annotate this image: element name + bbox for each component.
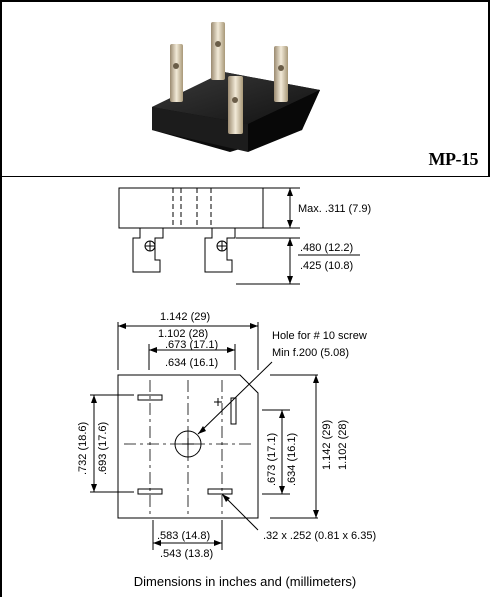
right-pin-min-label: .634 (16.1) [286, 433, 298, 486]
product-photo-panel: MP-15 [0, 0, 490, 177]
pin-spacing-max-label: .673 (17.1) [165, 339, 218, 351]
right-body-max-label: 1.142 (29) [321, 420, 333, 470]
width-min-label: 1.102 (28) [158, 328, 208, 340]
lead-slot-bottom-left [137, 488, 163, 495]
hole-note-line-2: Min f.200 (5.08) [272, 347, 349, 359]
top-view-body [117, 374, 259, 519]
width-max-label: 1.142 (29) [160, 311, 210, 323]
frame-left-border [0, 177, 2, 597]
right-body-min-label: 1.102 (28) [337, 420, 349, 470]
side-view-lead-left [132, 228, 164, 273]
lead-length-max-label: .480 (12.2) [300, 242, 353, 254]
left-dim-min-label: .693 (17.6) [97, 422, 109, 475]
lead-slot-top-right [230, 397, 237, 425]
bottom-dim-min-label: .543 (13.8) [160, 548, 213, 560]
mounting-hole [174, 430, 202, 458]
arrowheads [91, 188, 319, 546]
hole-note-line-1: Hole for # 10 screw [272, 330, 367, 342]
left-dim-max-label: .732 (18.6) [77, 422, 89, 475]
lead-slot-top-left [137, 394, 163, 401]
bridge-rectifier-photo [152, 22, 320, 152]
lead-length-min-label: .425 (10.8) [300, 260, 353, 272]
part-number-label: MP-15 [428, 149, 479, 169]
pin-spacing-min-label: .634 (16.1) [165, 357, 218, 369]
right-pin-max-label: .673 (17.1) [266, 433, 278, 486]
side-view-hidden-lines [172, 188, 212, 228]
lead-size-label: .32 x .252 (0.81 x 6.35) [263, 530, 376, 542]
lead-slot-bottom-right [207, 488, 233, 495]
side-view-body [118, 187, 264, 229]
hole-leader-line [197, 361, 273, 435]
height-max-label: Max. .311 (7.9) [298, 203, 371, 215]
bottom-dim-max-label: .583 (14.8) [157, 530, 210, 542]
side-view-lead-right [204, 228, 236, 273]
figure-caption: Dimensions in inches and (millimeters) [133, 574, 357, 589]
